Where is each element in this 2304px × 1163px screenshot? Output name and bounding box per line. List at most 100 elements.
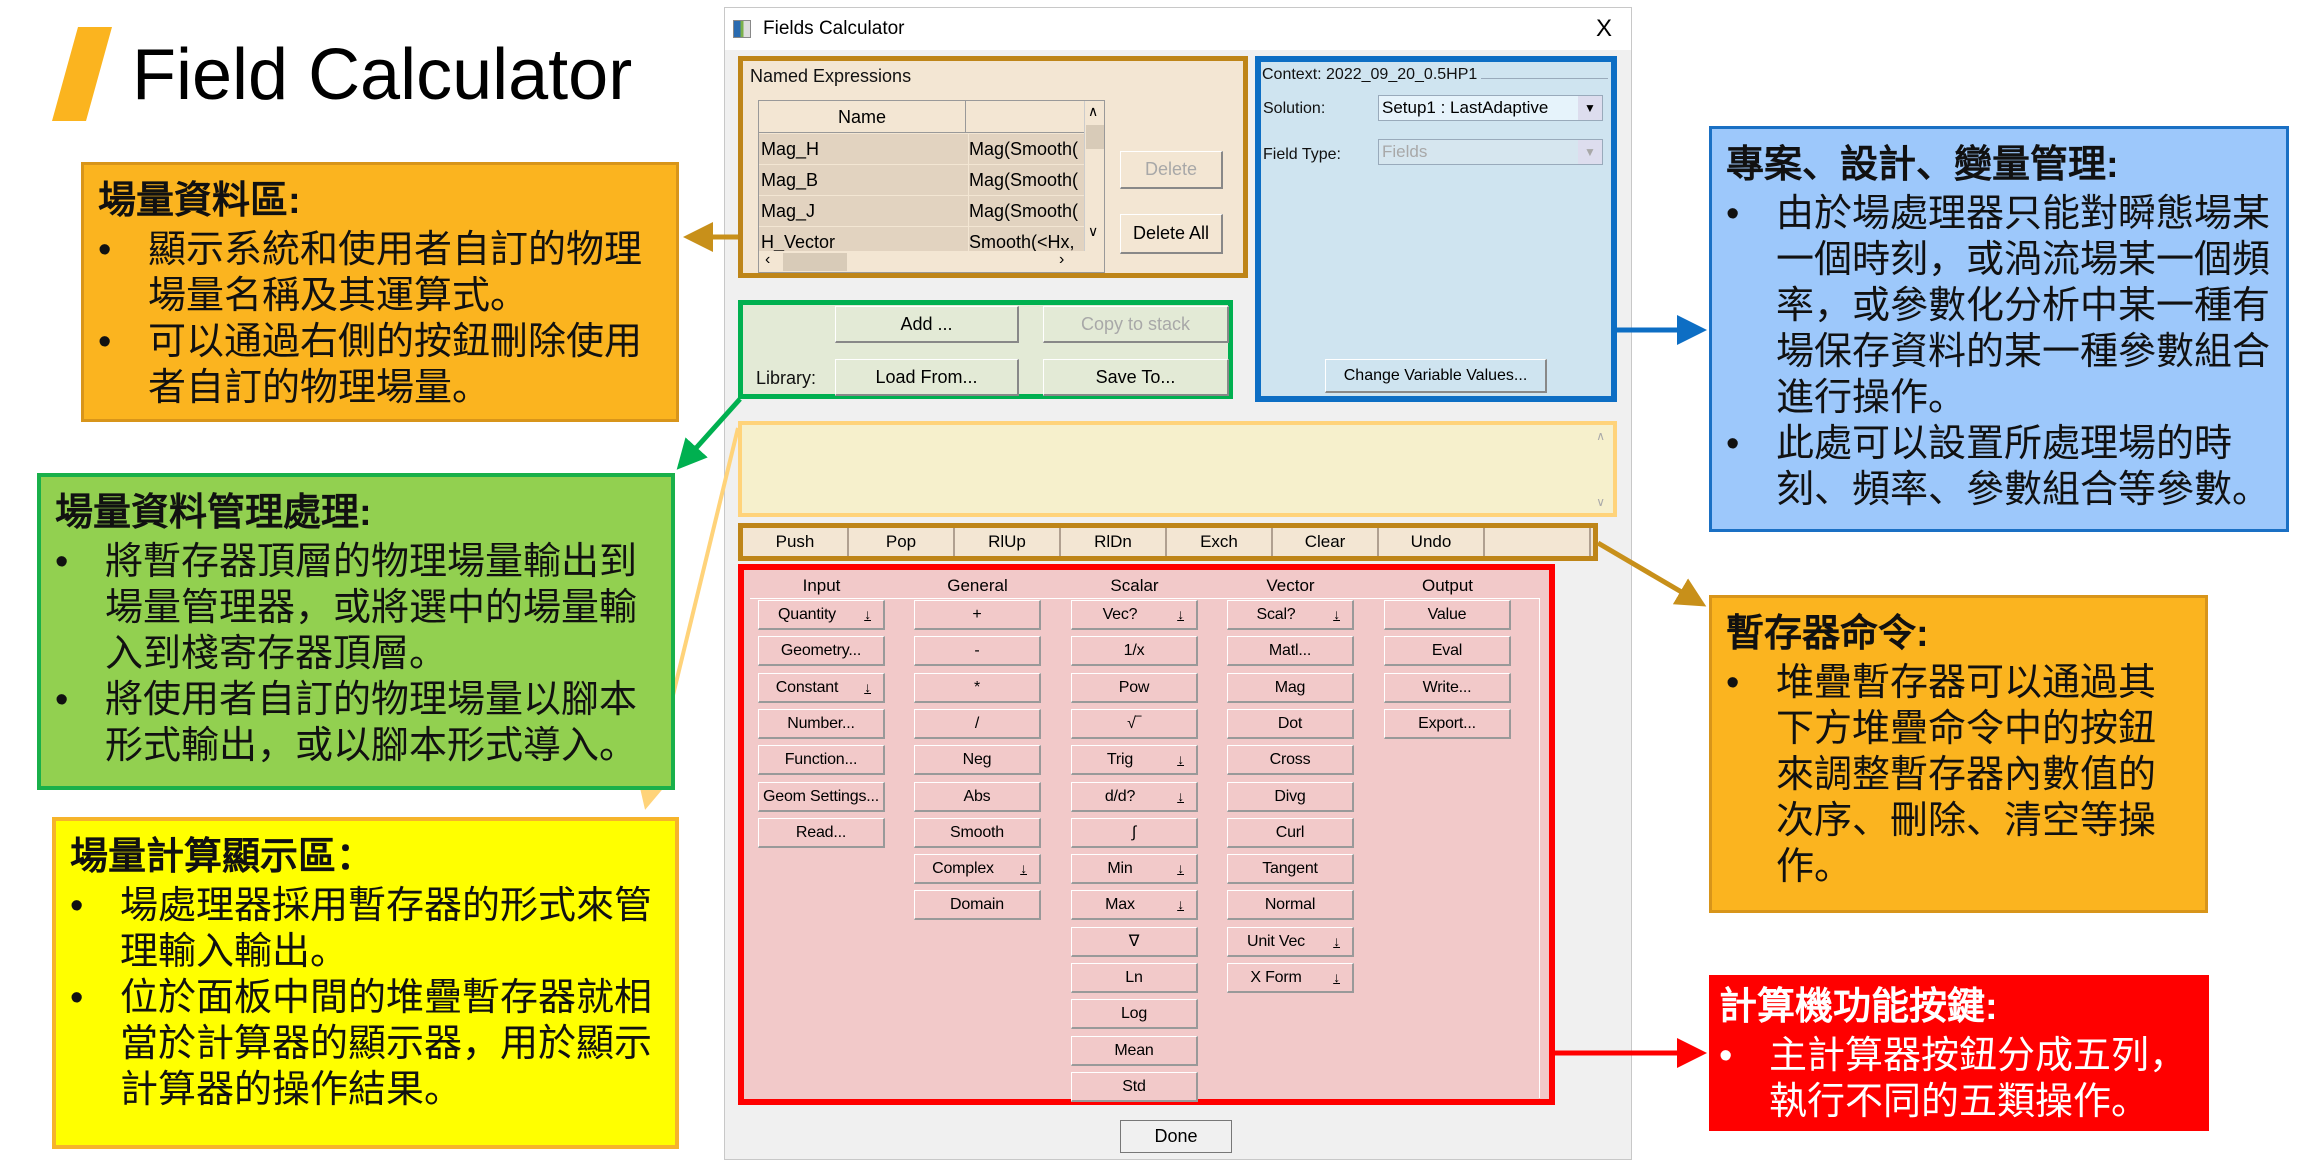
calc-button-label: Vec? <box>1102 606 1138 623</box>
scroll-thumb[interactable] <box>783 253 847 271</box>
callout-bullet: 場處理器採用暫存器的形式來管理輸入輸出。 <box>70 883 663 975</box>
stack-command-undo-button[interactable]: Undo <box>1379 528 1485 556</box>
calc-button-vector[interactable]: Curl <box>1227 817 1354 848</box>
calc-button-vector[interactable]: Tangent <box>1227 854 1354 885</box>
dropdown-arrow-icon: ↓ <box>1177 751 1184 768</box>
calc-button-scalar[interactable]: Vec?↓ <box>1071 600 1198 630</box>
scroll-right-icon[interactable]: › <box>1059 251 1065 268</box>
stack-command-rlup-button[interactable]: RlUp <box>955 528 1061 556</box>
change-variable-values-button[interactable]: Change Variable Values... <box>1325 359 1547 393</box>
calc-button-general[interactable]: + <box>914 600 1041 630</box>
table-row[interactable]: Mag_J Mag(Smooth( <box>759 196 1084 227</box>
calc-button-vector[interactable]: Dot <box>1227 708 1354 739</box>
calc-button-output[interactable]: Value <box>1384 600 1511 630</box>
calc-button-general[interactable]: Smooth <box>914 817 1041 848</box>
solution-dropdown[interactable]: Setup1 : LastAdaptive▼ <box>1378 95 1603 121</box>
expression-formula: Mag(Smooth( <box>968 196 1084 227</box>
calc-button-vector[interactable]: Divg <box>1227 781 1354 812</box>
horizontal-scrollbar[interactable]: ‹ › <box>759 251 1084 272</box>
scroll-down-icon[interactable]: ∨ <box>1088 223 1099 239</box>
calc-button-general[interactable]: * <box>914 672 1041 703</box>
calc-button-general[interactable]: Domain <box>914 890 1041 921</box>
calc-button-label: Geom Settings... <box>763 787 879 805</box>
calc-button-scalar[interactable]: Trig↓ <box>1071 745 1198 776</box>
dropdown-arrow-icon: ↓ <box>864 678 871 695</box>
dropdown-arrow-icon: ↓ <box>864 606 871 622</box>
add-button[interactable]: Add ... <box>835 306 1019 343</box>
calc-button-vector[interactable]: X Form↓ <box>1227 963 1354 993</box>
calc-button-scalar[interactable]: d/d?↓ <box>1071 781 1198 812</box>
calc-button-scalar[interactable]: Ln <box>1071 963 1198 993</box>
calc-button-vector[interactable]: Scal? ↓ <box>1227 600 1354 630</box>
calc-button-input[interactable]: Read... <box>758 817 885 848</box>
calc-button-input[interactable]: Number... <box>758 708 885 739</box>
calc-button-vector[interactable]: Mag <box>1227 672 1354 703</box>
calc-button-scalar[interactable]: ∫ <box>1071 817 1198 848</box>
stack-command-exch-button[interactable]: Exch <box>1167 528 1273 556</box>
save-to-button[interactable]: Save To... <box>1043 359 1229 396</box>
stack-display[interactable]: ∧ ∨ <box>738 421 1617 517</box>
scroll-up-icon[interactable]: ∧ <box>1088 103 1099 119</box>
calc-button-label: Read... <box>795 823 847 841</box>
calc-button-label: Std <box>1122 1077 1146 1095</box>
calc-button-general[interactable]: - <box>914 636 1041 667</box>
stack-command-pop-button[interactable]: Pop <box>849 528 955 556</box>
calc-button-label: Complex <box>932 860 994 878</box>
window-titlebar: Fields Calculator X <box>725 8 1631 50</box>
calc-button-general[interactable]: Neg <box>914 745 1041 776</box>
calc-button-vector[interactable]: Normal <box>1227 890 1354 921</box>
scroll-down-icon[interactable]: ∨ <box>1596 495 1605 509</box>
delete-all-button[interactable]: Delete All <box>1120 214 1223 254</box>
calc-button-input[interactable]: Function... <box>758 745 885 776</box>
calc-button-scalar[interactable]: Pow <box>1071 672 1198 703</box>
dropdown-arrow-icon: ↓ <box>1177 860 1184 877</box>
copy-to-stack-button[interactable]: Copy to stack <box>1043 306 1229 343</box>
calc-button-general[interactable]: / <box>914 708 1041 739</box>
calc-button-scalar[interactable]: Mean <box>1071 1035 1198 1066</box>
calc-button-input[interactable]: Geometry... <box>758 636 885 667</box>
field-type-dropdown[interactable]: Fields▼ <box>1378 139 1603 165</box>
calc-button-scalar[interactable]: Std <box>1071 1071 1198 1102</box>
field-type-value: Fields <box>1382 142 1428 161</box>
calc-button-scalar[interactable]: ∇ <box>1071 926 1198 957</box>
calc-button-input[interactable]: Geom Settings... <box>758 781 885 812</box>
calc-button-scalar[interactable]: Max↓ <box>1071 890 1198 921</box>
scroll-up-icon[interactable]: ∧ <box>1596 429 1605 443</box>
calc-button-general[interactable]: Abs <box>914 781 1041 812</box>
callout-bullet: 將暫存器頂層的物理場量輸出到場量管理器，或將選中的場量輸入到棧寄存器頂層。 <box>55 539 659 677</box>
stack-command-rldn-button[interactable]: RlDn <box>1061 528 1167 556</box>
calc-button-input[interactable]: Constant↓ <box>758 672 885 703</box>
stack-command-push-button[interactable]: Push <box>743 528 849 556</box>
calc-button-vector[interactable]: Cross <box>1227 745 1354 776</box>
expression-name: Mag_J <box>761 201 816 221</box>
calc-button-output[interactable]: Write... <box>1384 672 1511 703</box>
calc-button-input[interactable]: Quantity↓ <box>758 600 885 630</box>
calc-button-scalar[interactable]: Log <box>1071 999 1198 1030</box>
close-button[interactable]: X <box>1595 15 1612 42</box>
scroll-thumb[interactable] <box>1086 125 1104 149</box>
calc-button-label: Min <box>1107 860 1133 878</box>
calc-button-scalar[interactable]: 1/x <box>1071 636 1198 667</box>
calc-button-output[interactable]: Export... <box>1384 708 1511 739</box>
scroll-left-icon[interactable]: ‹ <box>765 251 771 268</box>
stack-command-clear-button[interactable]: Clear <box>1273 528 1379 556</box>
calc-button-label: Scal? <box>1256 606 1296 623</box>
calc-button-vector[interactable]: Unit Vec↓ <box>1227 926 1354 957</box>
delete-button[interactable]: Delete <box>1120 151 1223 189</box>
vertical-scrollbar[interactable]: ∧ ∨ <box>1084 101 1104 251</box>
dropdown-arrow-icon: ↓ <box>1333 606 1340 622</box>
calc-button-vector[interactable]: Matl... <box>1227 636 1354 667</box>
calc-button-scalar[interactable]: Min ↓ <box>1071 854 1198 885</box>
done-button[interactable]: Done <box>1120 1120 1232 1153</box>
calc-button-general[interactable]: Complex↓ <box>914 854 1041 885</box>
load-from-button[interactable]: Load From... <box>835 359 1019 396</box>
calc-button-output[interactable]: Eval <box>1384 636 1511 667</box>
calc-button-scalar[interactable]: √‾ <box>1071 708 1198 739</box>
column-header-name[interactable]: Name <box>759 101 966 133</box>
callout-title: 場量資料區: <box>98 180 301 222</box>
column-header-expression[interactable] <box>966 101 1084 133</box>
